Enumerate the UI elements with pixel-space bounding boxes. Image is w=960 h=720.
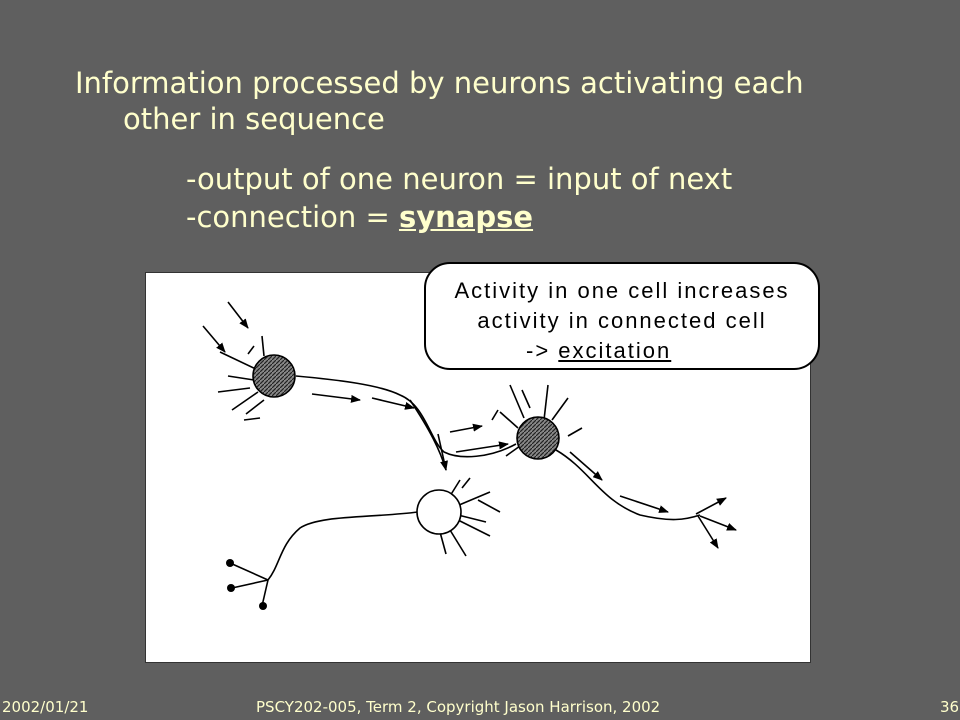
right-neuron-dendrites <box>491 384 583 457</box>
bottom-neuron-processes <box>229 477 501 607</box>
footer-page-number: 36 <box>940 698 960 716</box>
terminal-dot-2 <box>227 584 235 592</box>
bullet-connection: -connection = synapse <box>186 200 533 234</box>
callout-line-2: activity in connected cell <box>477 308 767 333</box>
left-neuron-axon <box>295 375 517 471</box>
right-neuron-axon <box>555 449 737 549</box>
footer-course: PSCY202-005, Term 2, Copyright Jason Har… <box>256 698 661 716</box>
excitation-callout: Activity in one cell increases activity … <box>424 262 820 370</box>
right-neuron-cell-body <box>516 416 560 460</box>
terminal-dot-3 <box>259 602 267 610</box>
bullet-output-input: -output of one neuron = input of next <box>186 162 733 196</box>
terminal-dot-1 <box>226 559 234 567</box>
footer-date: 2002/01/21 <box>2 698 89 716</box>
heading-line-2: other in sequence <box>123 102 385 136</box>
heading-line-1: Information processed by neurons activat… <box>75 66 804 100</box>
callout-line-1: Activity in one cell increases <box>454 278 790 303</box>
left-neuron-cell-body <box>252 354 296 398</box>
excitation-keyword: excitation <box>558 338 672 363</box>
callout-arrow: -> <box>526 338 559 363</box>
left-neuron-dendrites <box>202 301 265 421</box>
bottom-neuron-cell-body <box>416 489 462 535</box>
callout-line-3: -> excitation <box>426 336 818 366</box>
bullet-connection-prefix: -connection = <box>186 200 399 234</box>
synapse-term: synapse <box>398 200 534 234</box>
